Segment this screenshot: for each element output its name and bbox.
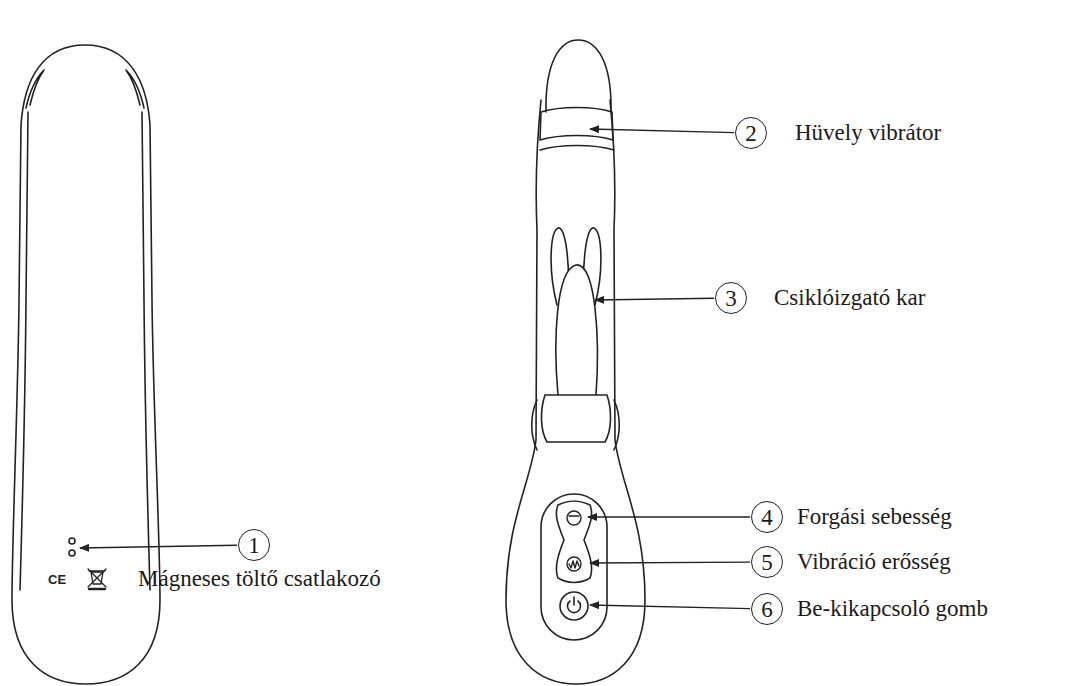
callout-number: 2	[745, 122, 757, 145]
arm-collar	[532, 400, 620, 450]
charging-pin	[69, 550, 75, 556]
back-outline	[12, 45, 160, 684]
callout-number: 5	[761, 551, 773, 574]
leader-line	[595, 298, 714, 300]
back-seam	[26, 70, 44, 108]
callout-circle: 2	[735, 117, 767, 149]
head-ring	[540, 108, 613, 141]
leader-line	[590, 129, 734, 133]
leader-line	[80, 545, 237, 548]
part-label: Mágneses töltő csatlakozó	[138, 566, 381, 591]
rotation-icon	[567, 511, 581, 525]
leader-line	[590, 605, 750, 609]
part-label: Hüvely vibrátor	[795, 120, 941, 145]
callout-circle: 6	[751, 593, 783, 625]
control-panel	[541, 494, 607, 640]
front-outline	[506, 100, 645, 684]
callout-circle: 5	[751, 546, 783, 578]
callout-circle: 3	[715, 282, 747, 314]
callout-circle: 1	[238, 529, 270, 561]
vaginal-head	[546, 40, 611, 112]
head-ring	[540, 146, 614, 151]
part-label: Forgási sebesség	[797, 504, 952, 529]
callout-circle: 4	[751, 501, 783, 533]
power-button	[560, 592, 588, 620]
ce-mark: CE	[48, 573, 66, 586]
part-label: Be-kikapcsoló gomb	[797, 596, 988, 621]
leader-line	[590, 561, 750, 563]
callout-number: 1	[248, 534, 260, 557]
weee-symbol	[88, 569, 106, 589]
part-label: Csiklóizgató kar	[774, 285, 925, 310]
callout-number: 3	[725, 287, 737, 310]
arm-base	[541, 395, 610, 442]
part-label: Vibráció erősség	[797, 549, 951, 574]
vibration-icon	[567, 557, 581, 571]
callout-number: 4	[761, 506, 773, 529]
back-seam	[126, 70, 144, 108]
leader-line	[588, 516, 750, 517]
clitoral-arm	[556, 265, 598, 395]
back-seam	[142, 112, 150, 590]
button-pad	[556, 501, 591, 582]
charging-pin	[69, 538, 75, 544]
back-seam	[20, 112, 28, 590]
callout-number: 6	[761, 598, 773, 621]
